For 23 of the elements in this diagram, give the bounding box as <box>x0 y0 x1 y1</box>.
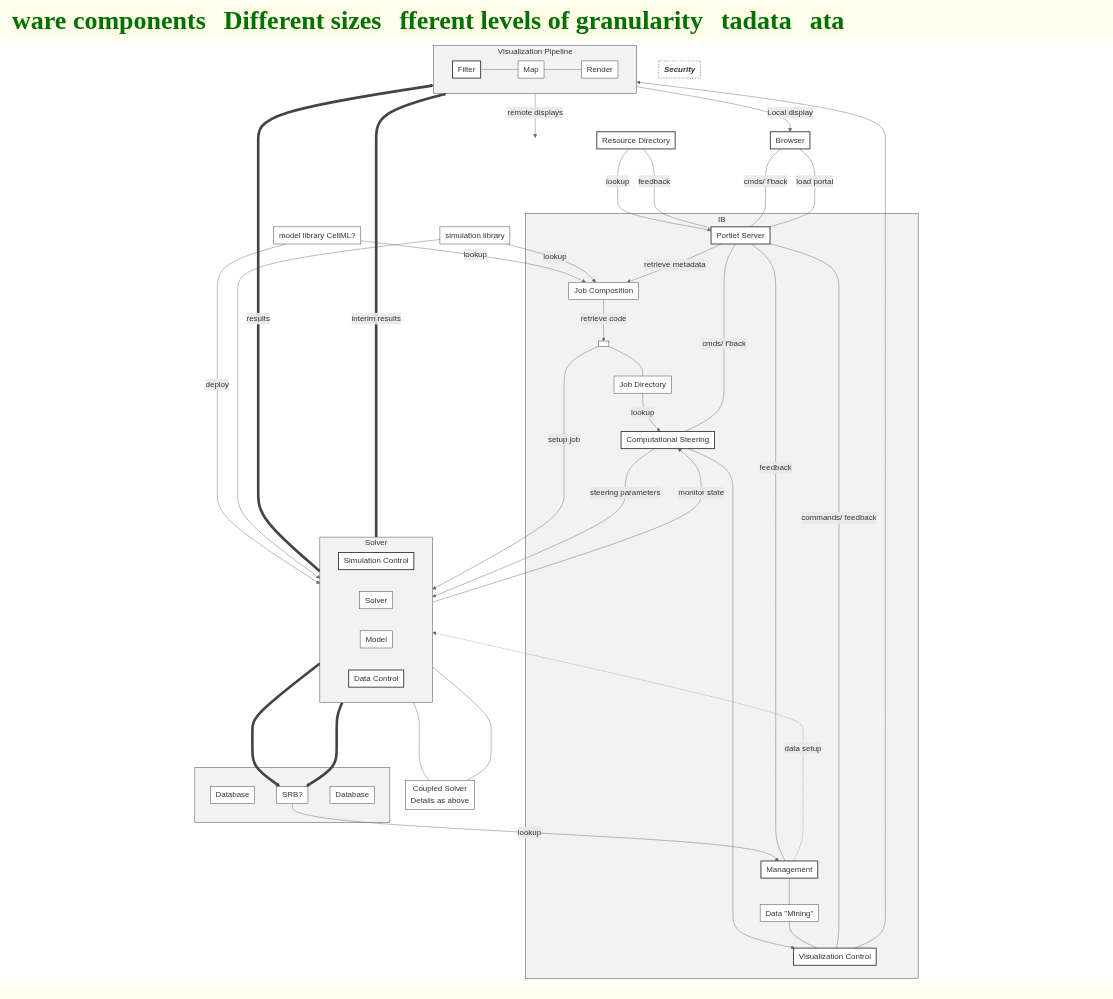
connector <box>750 148 781 228</box>
arrow <box>305 702 344 787</box>
node-box <box>598 340 610 347</box>
banner-text: ata <box>809 6 845 36</box>
connector <box>413 702 430 781</box>
connector <box>769 148 815 228</box>
banner-text: ware components <box>12 6 206 36</box>
connector <box>789 921 818 949</box>
connector <box>480 69 519 70</box>
connector <box>751 243 786 862</box>
connector <box>769 243 840 949</box>
connector <box>608 346 643 377</box>
connector <box>789 877 790 905</box>
connector <box>543 69 582 70</box>
connector <box>642 148 712 229</box>
banner-text: Different sizes <box>223 6 382 36</box>
cluster <box>194 767 391 823</box>
banner-text: tadata <box>720 6 792 36</box>
connector <box>432 666 492 781</box>
arrow <box>251 662 321 787</box>
arrow <box>374 92 447 538</box>
banner-text: fferent levels of granularity <box>399 6 703 36</box>
connector <box>684 243 736 432</box>
